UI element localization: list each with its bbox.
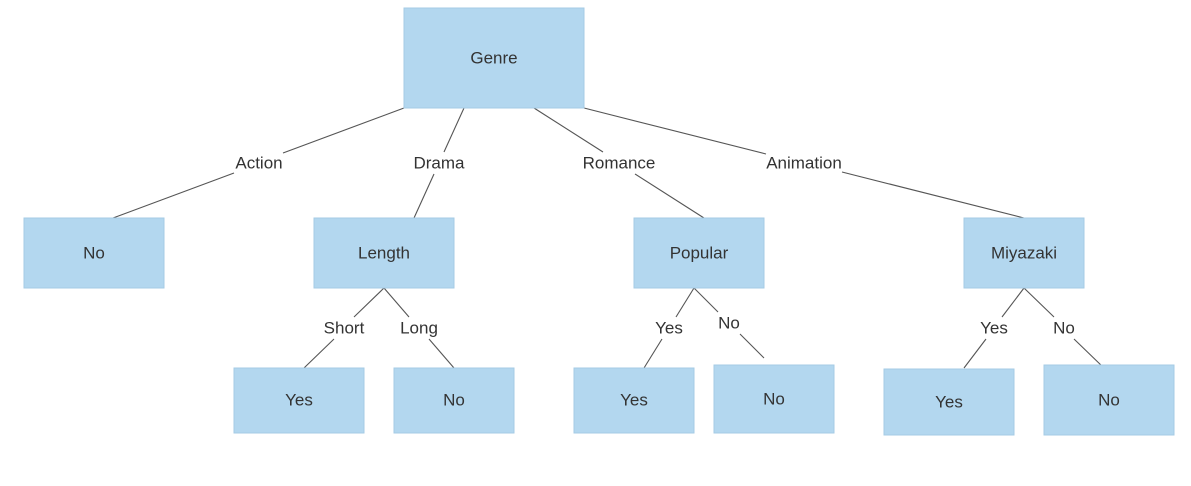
- node-popular: Popular: [633, 217, 765, 289]
- edge-label-popular-yes: Yes: [655, 319, 683, 338]
- node-short-leaf: Yes: [233, 367, 365, 434]
- node-popular-no-leaf-label: No: [763, 390, 785, 409]
- node-miyazaki-no-leaf: No: [1043, 364, 1175, 436]
- edge-label-miyazaki-yes: Yes: [980, 319, 1008, 338]
- edge-drama: Drama: [413, 107, 465, 219]
- node-genre: Genre: [403, 7, 585, 109]
- node-length-label: Length: [358, 244, 410, 263]
- node-short-leaf-label: Yes: [285, 391, 313, 410]
- edge-label-popular-no: No: [718, 314, 740, 333]
- edge-label-romance: Romance: [583, 154, 656, 173]
- edge-popular-no: No: [693, 287, 765, 359]
- edge-label-drama: Drama: [413, 154, 465, 173]
- node-long-leaf: No: [393, 367, 515, 434]
- edge-miyazaki-no: No: [1023, 287, 1105, 369]
- node-popular-no-leaf: No: [713, 364, 835, 434]
- edge-miyazaki-yes: Yes: [963, 287, 1025, 369]
- node-genre-label: Genre: [470, 49, 517, 68]
- edge-label-miyazaki-no: No: [1053, 319, 1075, 338]
- node-length: Length: [313, 217, 455, 289]
- node-action-leaf: No: [23, 217, 165, 289]
- node-popular-yes-leaf: Yes: [573, 367, 695, 434]
- edge-action: Action: [112, 107, 405, 219]
- node-long-leaf-label: No: [443, 391, 465, 410]
- edge-long: Long: [383, 287, 455, 369]
- node-miyazaki-label: Miyazaki: [991, 244, 1057, 263]
- edge-label-long: Long: [400, 319, 438, 338]
- node-action-leaf-label: No: [83, 244, 105, 263]
- node-popular-label: Popular: [670, 244, 729, 263]
- edge-label-short: Short: [324, 319, 365, 338]
- node-miyazaki-yes-leaf-label: Yes: [935, 393, 963, 412]
- node-miyazaki-yes-leaf: Yes: [883, 368, 1015, 436]
- node-miyazaki: Miyazaki: [963, 217, 1085, 289]
- edge-short: Short: [303, 287, 385, 369]
- node-miyazaki-no-leaf-label: No: [1098, 391, 1120, 410]
- edge-label-animation: Animation: [766, 154, 842, 173]
- edge-label-action: Action: [235, 154, 282, 173]
- edge-romance: Romance: [533, 107, 705, 219]
- edge-popular-yes: Yes: [643, 287, 695, 369]
- node-popular-yes-leaf-label: Yes: [620, 391, 648, 410]
- edge-animation: Animation: [583, 107, 1025, 219]
